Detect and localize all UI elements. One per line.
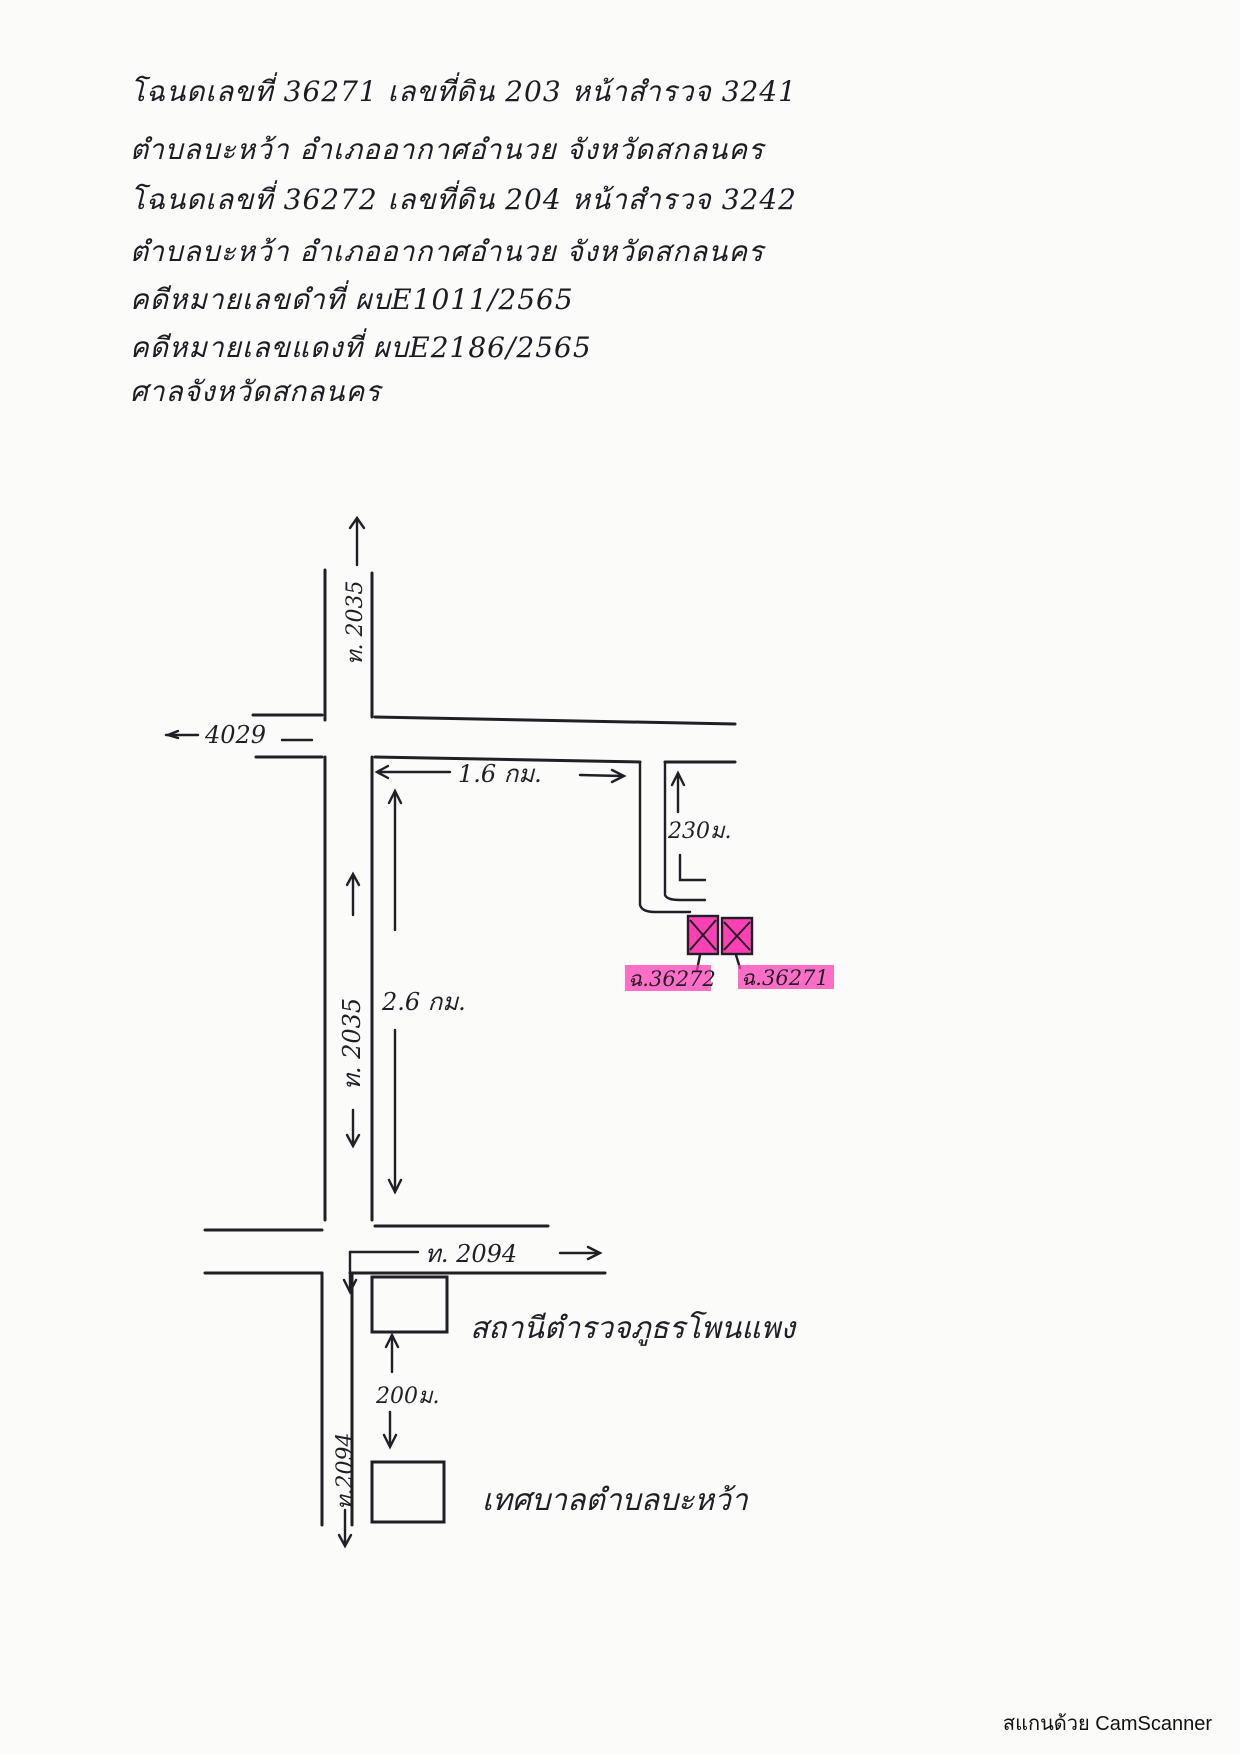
road-edge <box>373 755 642 764</box>
road-2094-horizontal-label: ท. 2094 <box>425 1240 517 1268</box>
arrow-head-icon <box>345 1133 361 1149</box>
highlight-36271 <box>738 965 834 989</box>
road-2094-vertical-label: ท.2094 <box>333 1433 358 1510</box>
note-red-case: คดีหมายเลขแดงที่ ผบE2186/2565 <box>130 331 592 364</box>
distance-200-m: 200ม. <box>375 1384 440 1409</box>
arrow-head-icon <box>384 1332 400 1349</box>
parcel-36271-marker <box>720 916 754 956</box>
distance-230-m: 230ม. <box>667 819 732 844</box>
highlight-36272 <box>625 965 711 991</box>
arrow-head-icon <box>382 1433 398 1450</box>
road-2035-top-label: ท. 2035 <box>343 581 368 665</box>
arrow-head-icon <box>337 1533 353 1549</box>
arrow-head-icon <box>374 764 390 780</box>
scanner-watermark: สแกนด้วย CamScanner <box>1002 1713 1212 1735</box>
parcel-label-36272: ฉ.36272 <box>628 967 716 991</box>
arrow-head-icon <box>342 1278 358 1295</box>
distance-1-6-km: 1.6 กม. <box>458 760 542 788</box>
arrow-head-icon <box>387 1178 403 1195</box>
note-court: ศาลจังหวัดสกลนคร <box>130 375 382 408</box>
parcel-label-36271: ฉ.36271 <box>741 966 829 990</box>
arrow-head-icon <box>348 515 366 530</box>
municipality-building <box>370 1460 446 1524</box>
arrow-head-icon <box>345 871 361 887</box>
road-4029-label: 4029 <box>204 721 266 749</box>
side-lane <box>663 760 707 902</box>
note-title-deed-36271: โฉนดเลขที่ 36271 เลขที่ดิน 203 หน้าสำรวจ… <box>130 75 797 108</box>
road-2035-side-label: ท. 2035 <box>338 998 366 1090</box>
note-title-deed-36272: โฉนดเลขที่ 36272 เลขที่ดิน 204 หน้าสำรวจ… <box>130 183 797 216</box>
side-lane <box>638 760 692 914</box>
road-edge <box>373 715 737 726</box>
note-location-2: ตำบลบะหว้า อำเภออากาศอำนวย จังหวัดสกลนคร <box>130 235 765 268</box>
arrow-head-icon <box>387 788 403 805</box>
side-lane-end <box>678 853 707 882</box>
arrow-head-icon <box>586 1245 603 1261</box>
note-location-1: ตำบลบะหว้า อำเภออากาศอำนวย จังหวัดสกลนคร <box>130 133 765 166</box>
arrow-head-icon <box>610 768 627 784</box>
parcel-36272-marker <box>686 914 720 956</box>
police-station-label: สถานีตำรวจภูธรโพนแพง <box>470 1310 797 1346</box>
note-black-case: คดีหมายเลขดำที่ ผบE1011/2565 <box>130 283 574 316</box>
arrow-icon <box>578 773 624 778</box>
municipality-label: เทศบาลตำบลบะหว้า <box>482 1483 749 1518</box>
distance-2-6-km: 2.6 กม. <box>381 988 466 1016</box>
police-station-building <box>370 1275 449 1334</box>
arrow-head-icon <box>670 770 686 787</box>
